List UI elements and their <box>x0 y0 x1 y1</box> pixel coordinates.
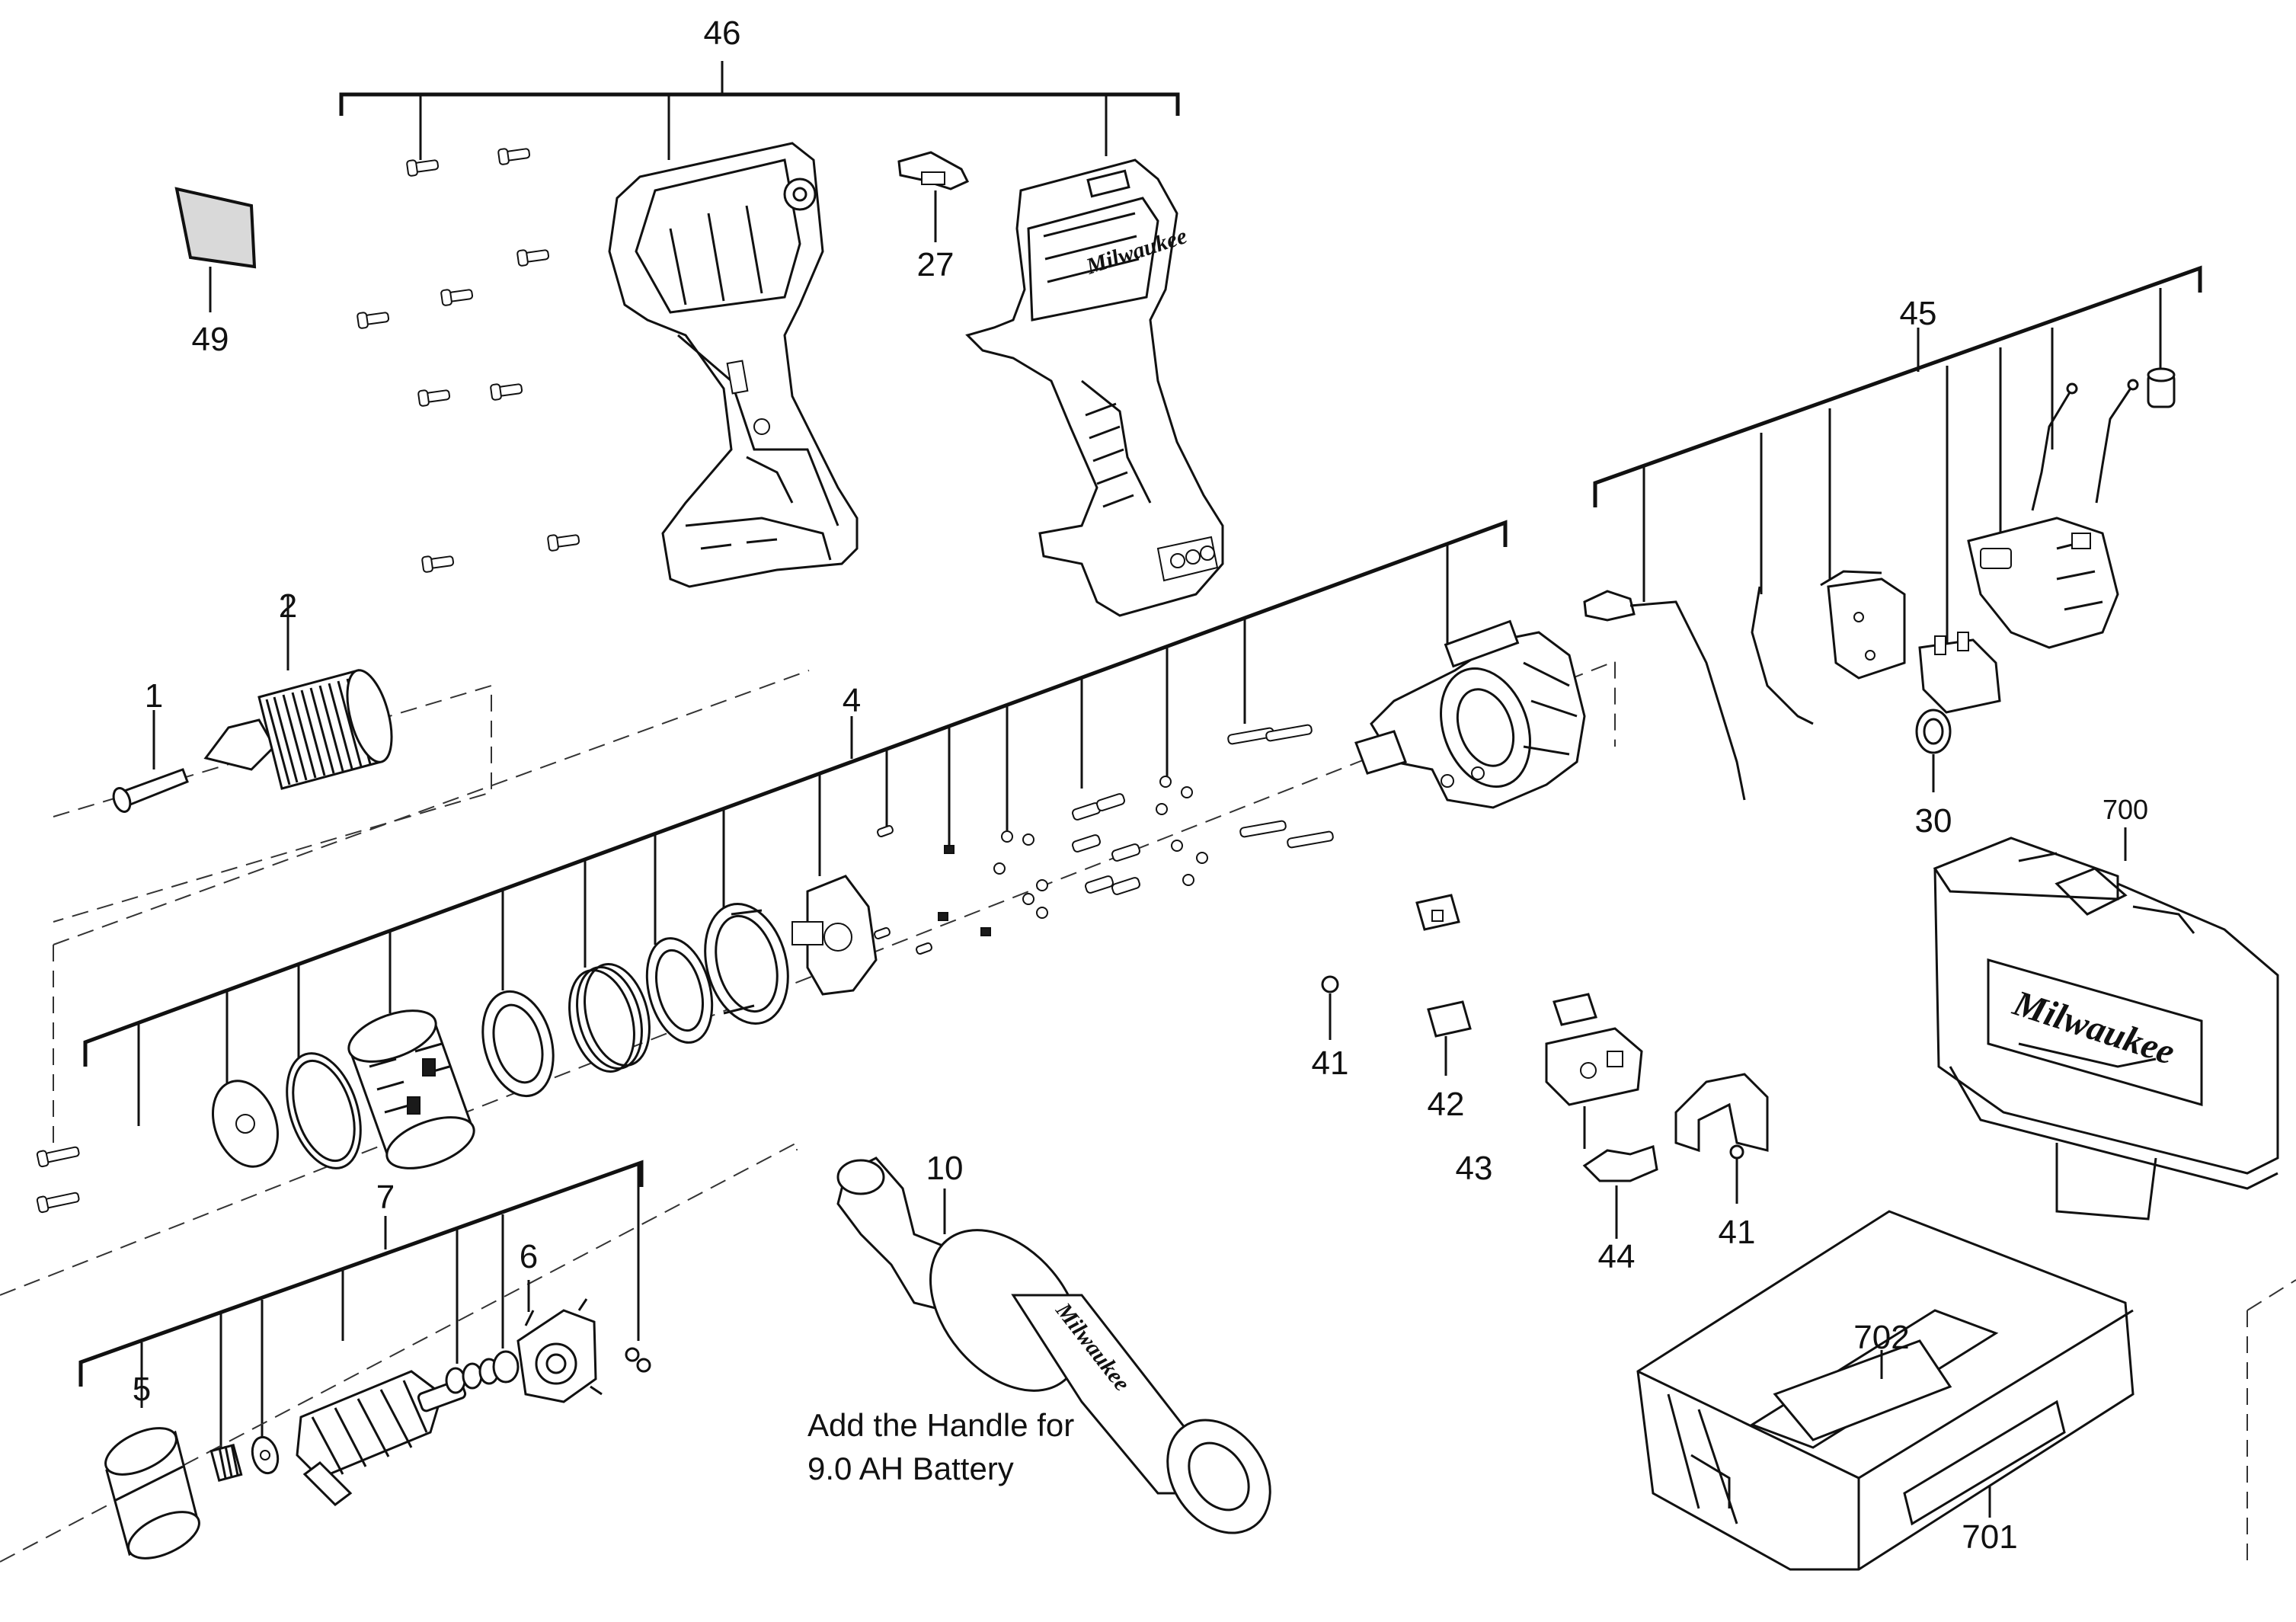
case-edge-right <box>2246 1279 2296 1562</box>
part-700-carry-case: Milwaukee 700 <box>1933 794 2279 1220</box>
part-6-bearing-plate: 6 <box>516 1238 603 1403</box>
gearbox-cover-plate <box>791 875 878 996</box>
part-49-label: 49 <box>174 187 257 358</box>
part-30-bushing: 30 <box>1915 709 1952 840</box>
switch-leads <box>2031 379 2139 511</box>
callout-46: 46 <box>704 14 741 52</box>
part-43-latch: 43 <box>1456 993 1643 1187</box>
ferrite-core <box>2147 367 2176 408</box>
callout-41-b: 41 <box>1719 1214 1756 1251</box>
callout-41-a: 41 <box>1312 1045 1349 1082</box>
handle-note-line-2: 9.0 AH Battery <box>807 1451 1014 1486</box>
part-10-side-handle: Milwaukee 10 <box>836 1150 1271 1534</box>
group-46-housing: 46 <box>339 14 1224 617</box>
switch-wire <box>1751 586 1814 725</box>
battery-clip-upper <box>1415 894 1460 931</box>
callout-45: 45 <box>1900 295 1937 332</box>
side-screws-left <box>36 1146 80 1214</box>
part-702-insert: 702 <box>1773 1319 1952 1441</box>
led-lead <box>1583 590 1746 801</box>
chuck-assembly: 1 2 <box>53 587 492 923</box>
callout-49: 49 <box>192 321 229 358</box>
motor-spacers <box>445 1350 520 1394</box>
switch-block <box>1918 632 2001 714</box>
group-4-gearbox: 4 <box>0 520 1616 1296</box>
part-1-chuck-screw: 1 <box>112 677 189 813</box>
pins-and-balls <box>874 724 1334 955</box>
part-2-keyless-chuck: 2 <box>203 587 393 790</box>
small-parts-41-44: 41 42 43 44 <box>1312 894 1769 1275</box>
callout-44: 44 <box>1598 1238 1636 1275</box>
motor-washer <box>251 1435 280 1475</box>
callout-700: 700 <box>2103 794 2148 825</box>
trigger-switch <box>1967 517 2119 649</box>
right-housing-half: Milwaukee <box>965 158 1224 617</box>
housing-screws <box>357 148 580 573</box>
motor-rotor <box>296 1370 467 1506</box>
callout-2: 2 <box>279 587 297 625</box>
callout-30: 30 <box>1915 802 1952 840</box>
gearbox-plate <box>211 1080 280 1168</box>
callout-27: 27 <box>917 246 955 283</box>
callout-7: 7 <box>376 1179 395 1216</box>
retaining-ring <box>286 1052 362 1169</box>
ring-gear-housing <box>347 1009 475 1169</box>
callout-6: 6 <box>520 1238 538 1275</box>
part-42-clip: 42 <box>1427 1000 1472 1123</box>
part-27-clip: 27 <box>897 151 970 283</box>
callout-10: 10 <box>926 1150 964 1187</box>
motor-screws <box>625 1347 651 1373</box>
gear-ring-1 <box>481 990 555 1098</box>
part-5-sleeve: 5 <box>104 1371 200 1560</box>
gearbox-housing <box>1354 619 1586 809</box>
callout-702: 702 <box>1853 1319 1909 1356</box>
callout-43: 43 <box>1456 1150 1493 1187</box>
callout-42: 42 <box>1428 1086 1465 1123</box>
part-41-screw-b: 41 <box>1674 1073 1769 1251</box>
clutch-spring <box>568 963 651 1073</box>
callout-5: 5 <box>133 1371 151 1408</box>
part-41-screw-a: 41 <box>1312 975 1349 1082</box>
part-44-spring: 44 <box>1582 1145 1658 1275</box>
handle-note-line-1: Add the Handle for <box>807 1407 1074 1443</box>
callout-1: 1 <box>145 677 163 715</box>
callout-4: 4 <box>843 682 861 719</box>
clutch-washer <box>645 937 714 1044</box>
clutch-collar <box>704 903 789 1025</box>
reversing-switch <box>1820 570 1906 680</box>
motor-pinion <box>209 1443 243 1483</box>
left-housing-half <box>608 142 859 588</box>
group-7-motor: 7 5 <box>0 1141 798 1563</box>
group-45-switch: 45 <box>1583 265 2202 801</box>
callout-701: 701 <box>1962 1518 2017 1556</box>
